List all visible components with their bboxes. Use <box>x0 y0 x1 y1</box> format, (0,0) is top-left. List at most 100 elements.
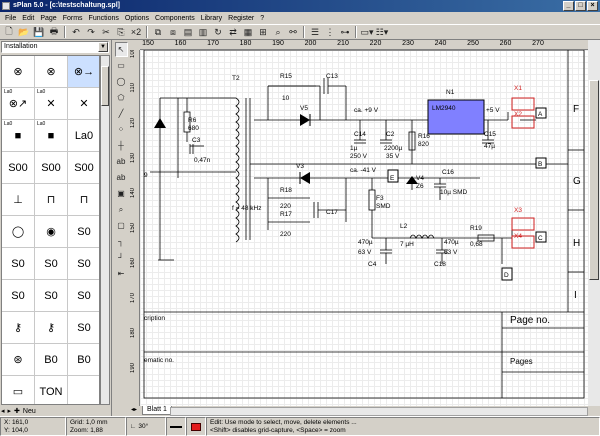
page-icon[interactable]: ▭▾ <box>360 26 374 37</box>
scrollbar-thumb[interactable] <box>101 66 109 106</box>
copy-icon[interactable]: ⎘ <box>117 26 125 37</box>
library-symbol[interactable]: B0 <box>35 344 68 376</box>
library-symbol[interactable]: S0 <box>68 216 99 248</box>
open-folder-icon[interactable]: 📂 <box>18 26 30 37</box>
menu-components[interactable]: Components <box>155 14 195 22</box>
library-symbol[interactable]: ◉ <box>35 216 68 248</box>
library-symbol[interactable]: ✕ <box>68 88 99 120</box>
menu-library[interactable]: Library <box>200 14 223 22</box>
library-symbol[interactable]: ⚷ <box>35 312 68 344</box>
menu-forms[interactable]: Forms <box>62 14 83 22</box>
library-prev-icon[interactable]: ◂ <box>1 408 5 415</box>
library-symbol[interactable]: ⊛ <box>2 344 35 376</box>
align-icon[interactable]: ⊞ <box>259 26 267 37</box>
group-icon[interactable]: ⧉ <box>154 26 162 37</box>
text-tool-icon[interactable]: ab <box>116 157 126 166</box>
layer-up-icon[interactable]: ▤ <box>183 26 193 37</box>
ellipse-tool-icon[interactable]: ◯ <box>116 77 126 86</box>
library-symbol[interactable]: S0 <box>2 248 35 280</box>
tab-prev-icon[interactable]: ◂▸ <box>131 407 138 413</box>
library-symbol[interactable]: TON <box>35 376 68 404</box>
close-button[interactable]: × <box>587 1 598 11</box>
zoom-tool-icon[interactable]: ⌕ <box>118 204 124 214</box>
options-icon[interactable]: ☷▾ <box>375 26 389 37</box>
library-symbol[interactable]: S0 <box>68 312 99 344</box>
dotted-tool-icon[interactable]: ⁘ <box>117 125 125 134</box>
color-picker[interactable] <box>186 417 206 436</box>
new-file-icon[interactable]: 🗋 <box>5 26 13 36</box>
text-frame-tool-icon[interactable]: ab <box>116 173 126 182</box>
vertical-scrollbar[interactable] <box>588 40 600 406</box>
horizontal-scrollbar[interactable] <box>170 407 588 416</box>
measure-tool-icon[interactable]: ⇤ <box>117 269 125 278</box>
menu-help[interactable]: ? <box>260 14 265 22</box>
zoom-icon[interactable]: ⌕ <box>275 26 281 37</box>
rectangle-tool-icon[interactable]: ▭ <box>117 61 125 70</box>
library-symbol[interactable]: La0✕ <box>35 88 68 120</box>
binoculars-icon[interactable]: ⚯ <box>289 26 297 37</box>
image-tool-icon[interactable]: ▣ <box>117 189 125 198</box>
menu-functions[interactable]: Functions <box>88 14 119 22</box>
library-add-icon[interactable]: ✚ <box>14 408 20 415</box>
bom-icon[interactable]: ☰ <box>310 26 320 37</box>
library-symbol[interactable]: S0 <box>68 280 99 312</box>
mirror-icon[interactable]: ⇄ <box>229 26 237 37</box>
library-symbol[interactable]: S00 <box>2 152 35 184</box>
library-symbol[interactable]: S00 <box>68 152 99 184</box>
pointer-tool-icon[interactable]: ↖ <box>114 42 128 57</box>
library-symbol[interactable]: La0■ <box>35 120 68 152</box>
menu-options[interactable]: Options <box>124 14 150 22</box>
library-symbol[interactable]: S0 <box>2 280 35 312</box>
library-symbol[interactable]: B0 <box>68 344 99 376</box>
library-symbol[interactable]: ⊥ <box>2 184 35 216</box>
menu-edit[interactable]: Edit <box>22 14 35 22</box>
library-scrollbar[interactable] <box>100 55 110 405</box>
x2-button[interactable]: ×2 <box>130 27 142 37</box>
line-width-picker[interactable] <box>166 417 186 436</box>
status-angle[interactable]: ∟ 30° <box>126 417 166 436</box>
junction-tool-icon[interactable]: ┘ <box>118 253 124 262</box>
minimize-button[interactable]: _ <box>563 1 574 11</box>
rotate-icon[interactable]: ↻ <box>214 26 222 37</box>
library-symbol[interactable]: ◯ <box>2 216 35 248</box>
library-symbol[interactable]: S00 <box>35 152 68 184</box>
scrollbar-thumb[interactable] <box>589 80 599 280</box>
library-new-button[interactable]: Neu <box>22 407 36 415</box>
wire-tool-icon[interactable]: ┐ <box>118 237 124 246</box>
library-symbol[interactable]: La0⊗↗ <box>2 88 35 120</box>
library-symbol[interactable]: ⊗ <box>2 56 35 88</box>
library-symbol[interactable]: ⊗→ <box>68 56 99 88</box>
ungroup-icon[interactable]: ⧈ <box>170 26 176 37</box>
save-icon[interactable]: 💾 <box>33 26 45 37</box>
library-symbol[interactable]: S0 <box>35 280 68 312</box>
cross-tool-icon[interactable]: ┼ <box>118 141 124 150</box>
grid-icon[interactable]: ▦ <box>243 26 253 37</box>
undo-icon[interactable]: ↶ <box>72 26 80 37</box>
library-symbol[interactable] <box>68 376 99 404</box>
library-symbol[interactable]: La0 <box>68 120 99 152</box>
menu-file[interactable]: File <box>5 14 17 22</box>
menu-page[interactable]: Page <box>40 14 57 22</box>
maximize-button[interactable]: □ <box>575 1 586 11</box>
layer-down-icon[interactable]: ▥ <box>198 26 208 37</box>
library-symbol[interactable]: ⊓ <box>68 184 99 216</box>
library-symbol[interactable]: ⊓ <box>35 184 68 216</box>
library-next-icon[interactable]: ▸ <box>7 408 12 415</box>
tab-blatt-1[interactable]: Blatt 1 <box>142 406 172 415</box>
library-symbol[interactable]: ▭ <box>2 376 35 404</box>
line-tool-icon[interactable]: ╱ <box>118 109 124 118</box>
frame-tool-icon[interactable]: ▢ <box>117 221 125 230</box>
library-symbol[interactable]: S0 <box>68 248 99 280</box>
library-symbol[interactable]: La0■ <box>2 120 35 152</box>
library-symbol[interactable]: ⚷ <box>2 312 35 344</box>
library-symbol[interactable]: ⊗ <box>35 56 68 88</box>
print-icon[interactable]: 🖶 <box>49 26 59 36</box>
chevron-down-icon[interactable]: ▼ <box>98 42 108 52</box>
polygon-tool-icon[interactable]: ⬠ <box>117 93 125 102</box>
connect-icon[interactable]: ⊶ <box>340 26 350 37</box>
redo-icon[interactable]: ↷ <box>87 26 95 37</box>
library-select[interactable]: Installation ▼ <box>1 41 109 53</box>
menu-register[interactable]: Register <box>228 14 255 22</box>
netlist-icon[interactable]: ⋮ <box>325 26 335 37</box>
cut-icon[interactable]: ✂ <box>102 26 110 37</box>
